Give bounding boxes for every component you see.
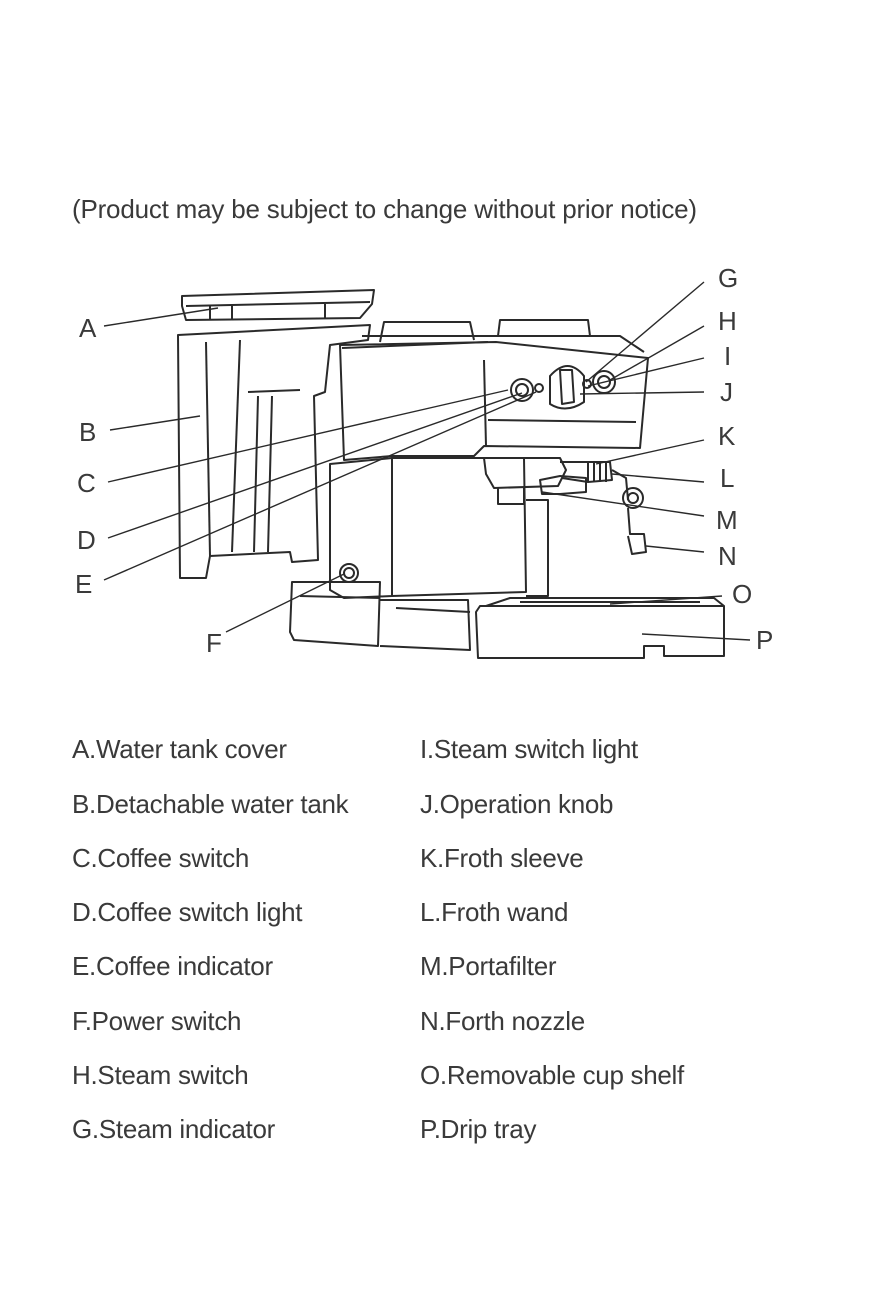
legend-item-m: M.Portafilter — [420, 951, 557, 981]
callout-p: P — [756, 625, 774, 655]
callout-k: K — [718, 421, 736, 451]
water-tank-drawing — [177, 324, 371, 579]
callout-n: N — [718, 541, 737, 571]
froth-wand-drawing — [560, 461, 647, 555]
callout-g: G — [718, 263, 739, 293]
callout-o: O — [732, 579, 753, 609]
callout-b: B — [79, 417, 97, 447]
callout-d: D — [77, 525, 96, 555]
legend-item-l: L.Froth wand — [420, 897, 569, 927]
legend-item-h: H.Steam switch — [72, 1060, 249, 1090]
callout-c: C — [77, 468, 96, 498]
legend-item-i: I.Steam switch light — [420, 734, 638, 764]
legend-item-k: K.Froth sleeve — [420, 843, 584, 873]
notice-text: (Product may be subject to change withou… — [72, 194, 697, 224]
legend-item-n: N.Forth nozzle — [420, 1006, 585, 1036]
callout-i: I — [724, 341, 732, 371]
callout-a: A — [79, 313, 97, 343]
callout-h: H — [718, 306, 737, 336]
callout-m: M — [716, 505, 738, 535]
legend-item-j: J.Operation knob — [420, 789, 614, 819]
legend-item-f: F.Power switch — [72, 1006, 242, 1036]
callout-j: J — [720, 377, 733, 407]
legend-item-b: B.Detachable water tank — [72, 789, 349, 819]
legend-item-o: O.Removable cup shelf — [420, 1060, 684, 1090]
control-panel-drawing — [510, 365, 616, 410]
base-drawing — [289, 581, 471, 651]
machine-upper-body-drawing — [339, 319, 649, 461]
legend-item-g: G.Steam indicator — [72, 1114, 275, 1144]
callout-l: L — [720, 463, 735, 493]
water-tank-cover-drawing — [181, 289, 375, 321]
legend-item-d: D.Coffee switch light — [72, 897, 303, 927]
legend-item-c: C.Coffee switch — [72, 843, 250, 873]
legend-item-a: A.Water tank cover — [72, 734, 287, 764]
espresso-machine-diagram — [103, 281, 751, 659]
legend-item-p: P.Drip tray — [420, 1114, 537, 1144]
drip-tray-drawing — [475, 597, 725, 659]
group-head-drawing — [483, 457, 587, 505]
callout-f: F — [206, 628, 222, 658]
callout-e: E — [75, 569, 93, 599]
legend-item-e: E.Coffee indicator — [72, 951, 273, 981]
machine-lower-body-drawing — [329, 457, 549, 599]
